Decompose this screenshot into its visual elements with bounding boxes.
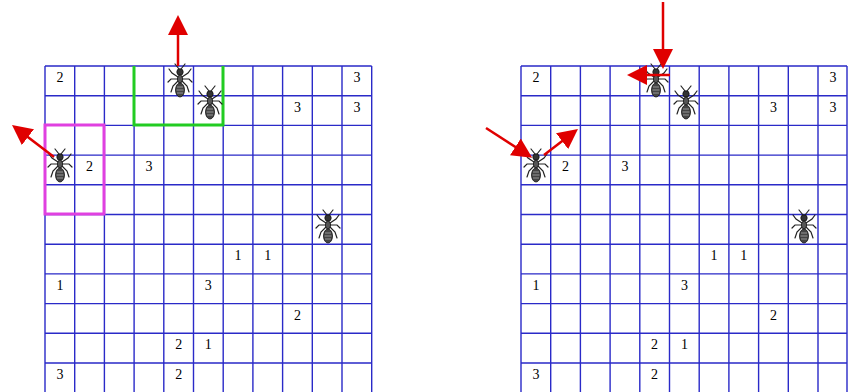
cell-number: 3: [55, 368, 64, 382]
cell-number: 3: [144, 160, 153, 174]
grid-lines: [45, 66, 372, 392]
cell-number: 3: [769, 101, 778, 115]
cell-number: 2: [174, 368, 183, 382]
ant-icons: [48, 64, 816, 243]
cell-number: 1: [234, 249, 243, 263]
cell-number: 3: [352, 101, 361, 115]
cell-number: 3: [828, 71, 837, 85]
cell-number: 2: [769, 309, 778, 323]
cell-number: 2: [650, 368, 659, 382]
cell-number: 2: [174, 338, 183, 352]
cell-number: 1: [710, 249, 719, 263]
cell-number: 1: [680, 338, 689, 352]
cell-number: 1: [263, 249, 272, 263]
cell-number: 3: [531, 368, 540, 382]
cell-number: 2: [531, 71, 540, 85]
cell-number: 3: [828, 101, 837, 115]
cell-number: 2: [55, 71, 64, 85]
cell-number: 3: [204, 279, 213, 293]
cell-number: 1: [531, 279, 540, 293]
cell-number: 3: [621, 160, 630, 174]
grid-lines: [45, 66, 847, 392]
cell-number: 2: [293, 309, 302, 323]
cell-number: 3: [680, 279, 689, 293]
cell-number: 2: [85, 160, 94, 174]
cell-number: 1: [55, 279, 64, 293]
cell-number: 3: [352, 71, 361, 85]
pink-window: [45, 125, 104, 214]
cell-number: 2: [650, 338, 659, 352]
grid-lines: [521, 66, 847, 392]
cell-number: 2: [561, 160, 570, 174]
move-arrows: [16, 2, 670, 157]
cell-number: 1: [204, 338, 213, 352]
cell-number: 1: [739, 249, 748, 263]
cell-number: 3: [293, 101, 302, 115]
